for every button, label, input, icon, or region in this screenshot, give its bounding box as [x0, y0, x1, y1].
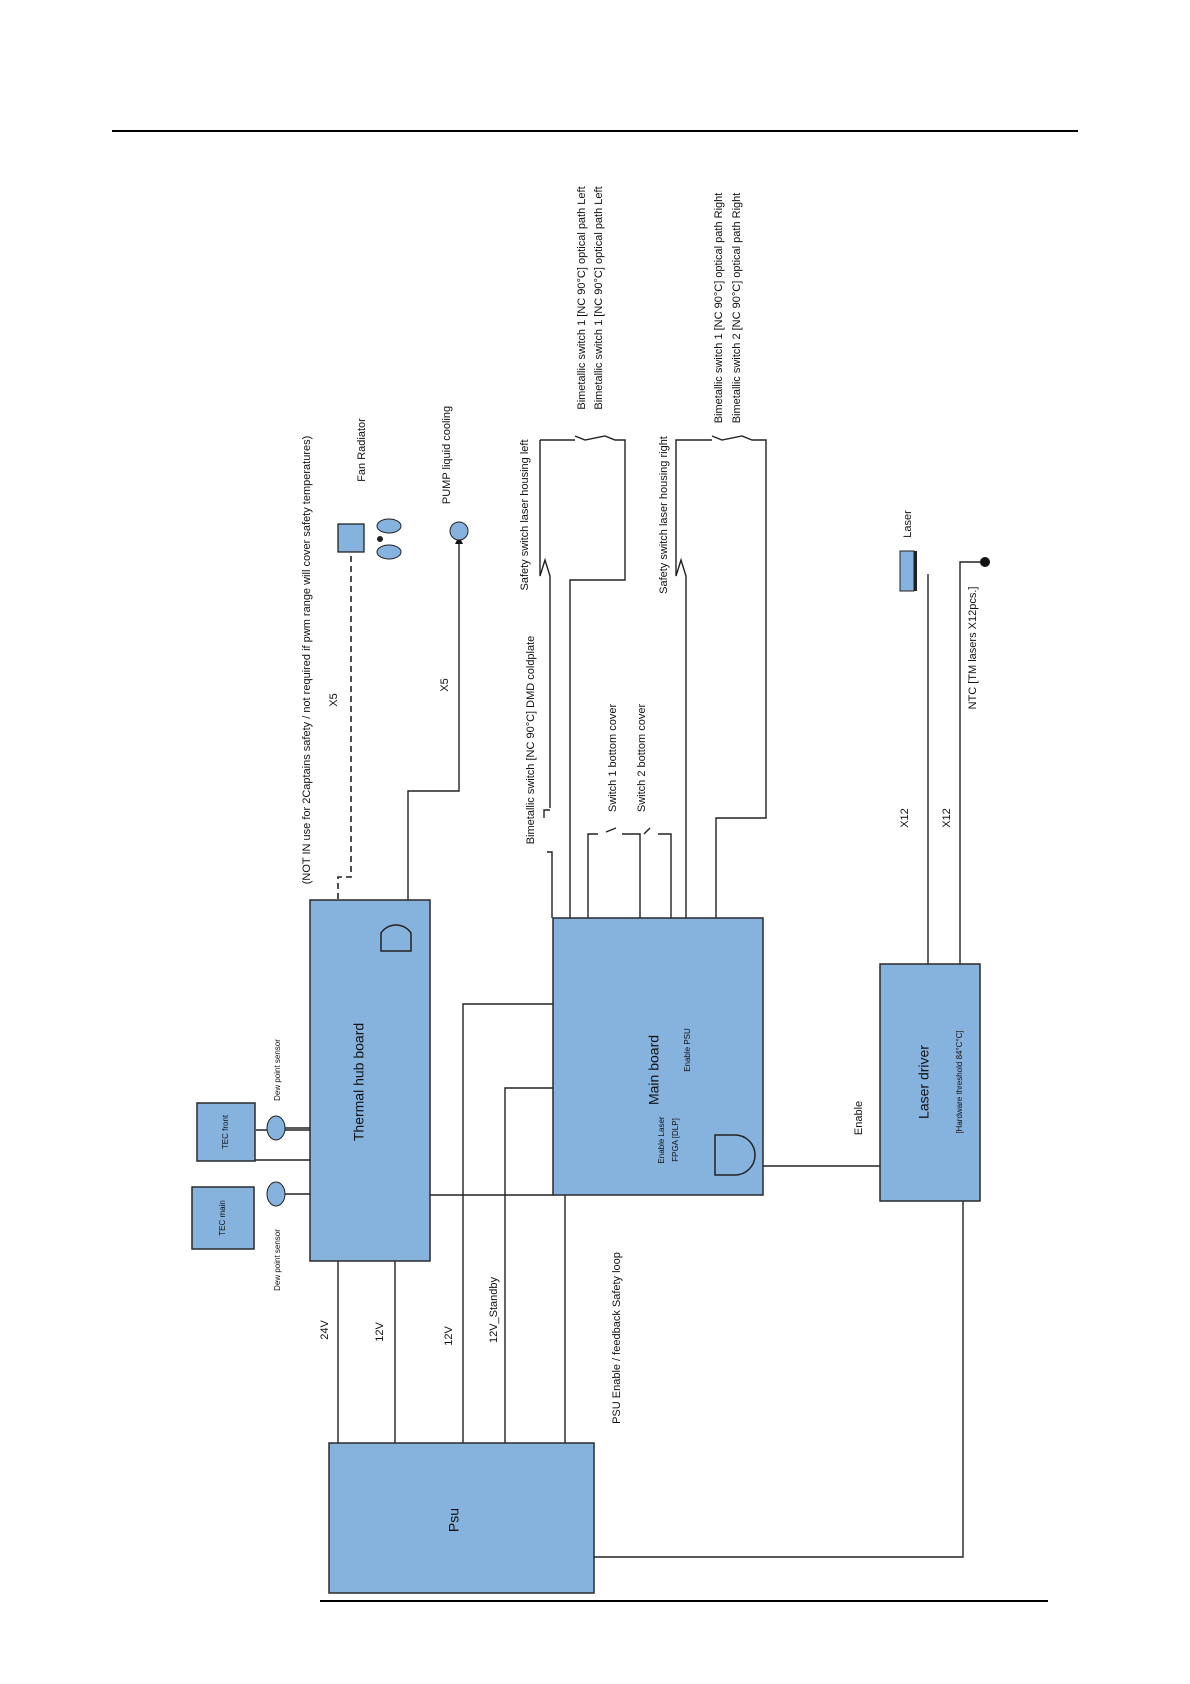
tec-main-label: TEC main: [218, 1200, 227, 1236]
laser-driver-label: Laser driver: [916, 1045, 932, 1119]
ntc-label: NTC [TM lasers X12pcs.]: [967, 587, 979, 710]
dew-point-label-upper: Dew point sensor: [273, 1039, 282, 1101]
bimetal-right-1-label: Bimetallic switch 1 [NC 90°C] optical pa…: [713, 193, 725, 424]
psu-label: Psu: [446, 1508, 462, 1532]
dew-point-sensor-icon: [266, 1181, 286, 1207]
main-board: Main board Enable PSU Enable Laser FPGA …: [552, 917, 764, 1196]
x12-ntc-label: X12: [941, 808, 953, 828]
pump-label: PUMP liquid cooling: [441, 406, 453, 504]
fan-icon: [337, 518, 402, 560]
enable-label: Enable: [853, 1101, 865, 1135]
fpga-and-gate: [714, 1134, 756, 1176]
switch2-cover-label: Switch 2 bottom cover: [636, 704, 648, 813]
not-in-use-label: (NOT IN use for 2Captains safety / not r…: [301, 436, 313, 885]
v12-standby-label: 12V_Standby: [488, 1276, 500, 1343]
tec-front-label: TEC front: [221, 1114, 230, 1149]
x5-pump-label: X5: [439, 678, 451, 691]
v12b-label: 12V: [443, 1326, 455, 1346]
x12-laser-label: X12: [899, 808, 911, 828]
laser-array-icon: [899, 550, 917, 592]
main-board-label: Main board: [646, 1035, 662, 1105]
switch1-cover-label: Switch 1 bottom cover: [607, 704, 619, 813]
tec-front-block: TEC front: [196, 1102, 256, 1162]
ntc-sensor-icon: [980, 557, 990, 567]
safety-right-label: Safety switch laser housing right: [658, 436, 670, 594]
fan-radiator-label: Fan Radiator: [356, 418, 368, 482]
laser-driver-note: [Hardware threshold 84°C°C]: [955, 1030, 964, 1133]
psu-loop-label: PSU Enable / feedback Safety loop: [611, 1252, 623, 1424]
dew-point-sensor-icon: [266, 1115, 286, 1141]
footer-rule: [320, 1600, 1048, 1602]
v12a-label: 12V: [374, 1322, 386, 1342]
enable-psu-label: Enable PSU: [683, 1028, 692, 1072]
labels: (NOT IN use for 2Captains safety / not r…: [301, 186, 979, 1424]
enable-laser-label: Enable Laser: [657, 1116, 666, 1163]
thermal-hub-label: Thermal hub board: [351, 1023, 367, 1141]
laser-driver: Laser driver [Hardware threshold 84°C°C]: [879, 963, 981, 1202]
bimetal-right-2-label: Bimetallic switch 2 [NC 90°C] optical pa…: [731, 193, 743, 424]
v24-label: 24V: [319, 1320, 331, 1340]
fpga-label: FPGA [DLP]: [671, 1118, 680, 1162]
safety-left-label: Safety switch laser housing left: [519, 439, 531, 590]
bimetal-left-2-label: Bimetallic switch 1 [NC 90°C] optical pa…: [593, 186, 605, 409]
thermal-hub-board: Thermal hub board: [309, 899, 431, 1262]
bimetallic-dmd-label: Bimetallic switch [NC 90°C] DMD coldplat…: [525, 636, 537, 845]
thermal-and-gate: [380, 924, 412, 952]
header-rule: [112, 130, 1078, 132]
psu-block: Psu: [328, 1442, 595, 1594]
tec-main-block: TEC main: [191, 1186, 255, 1250]
pump-icon: [449, 521, 469, 541]
laser-label: Laser: [902, 510, 914, 538]
dew-point-label-lower: Dew point sensor: [273, 1229, 282, 1291]
x5-fan-label: X5: [328, 693, 340, 706]
bimetal-left-1-label: Bimetallic switch 1 [NC 90°C] optical pa…: [576, 186, 588, 409]
